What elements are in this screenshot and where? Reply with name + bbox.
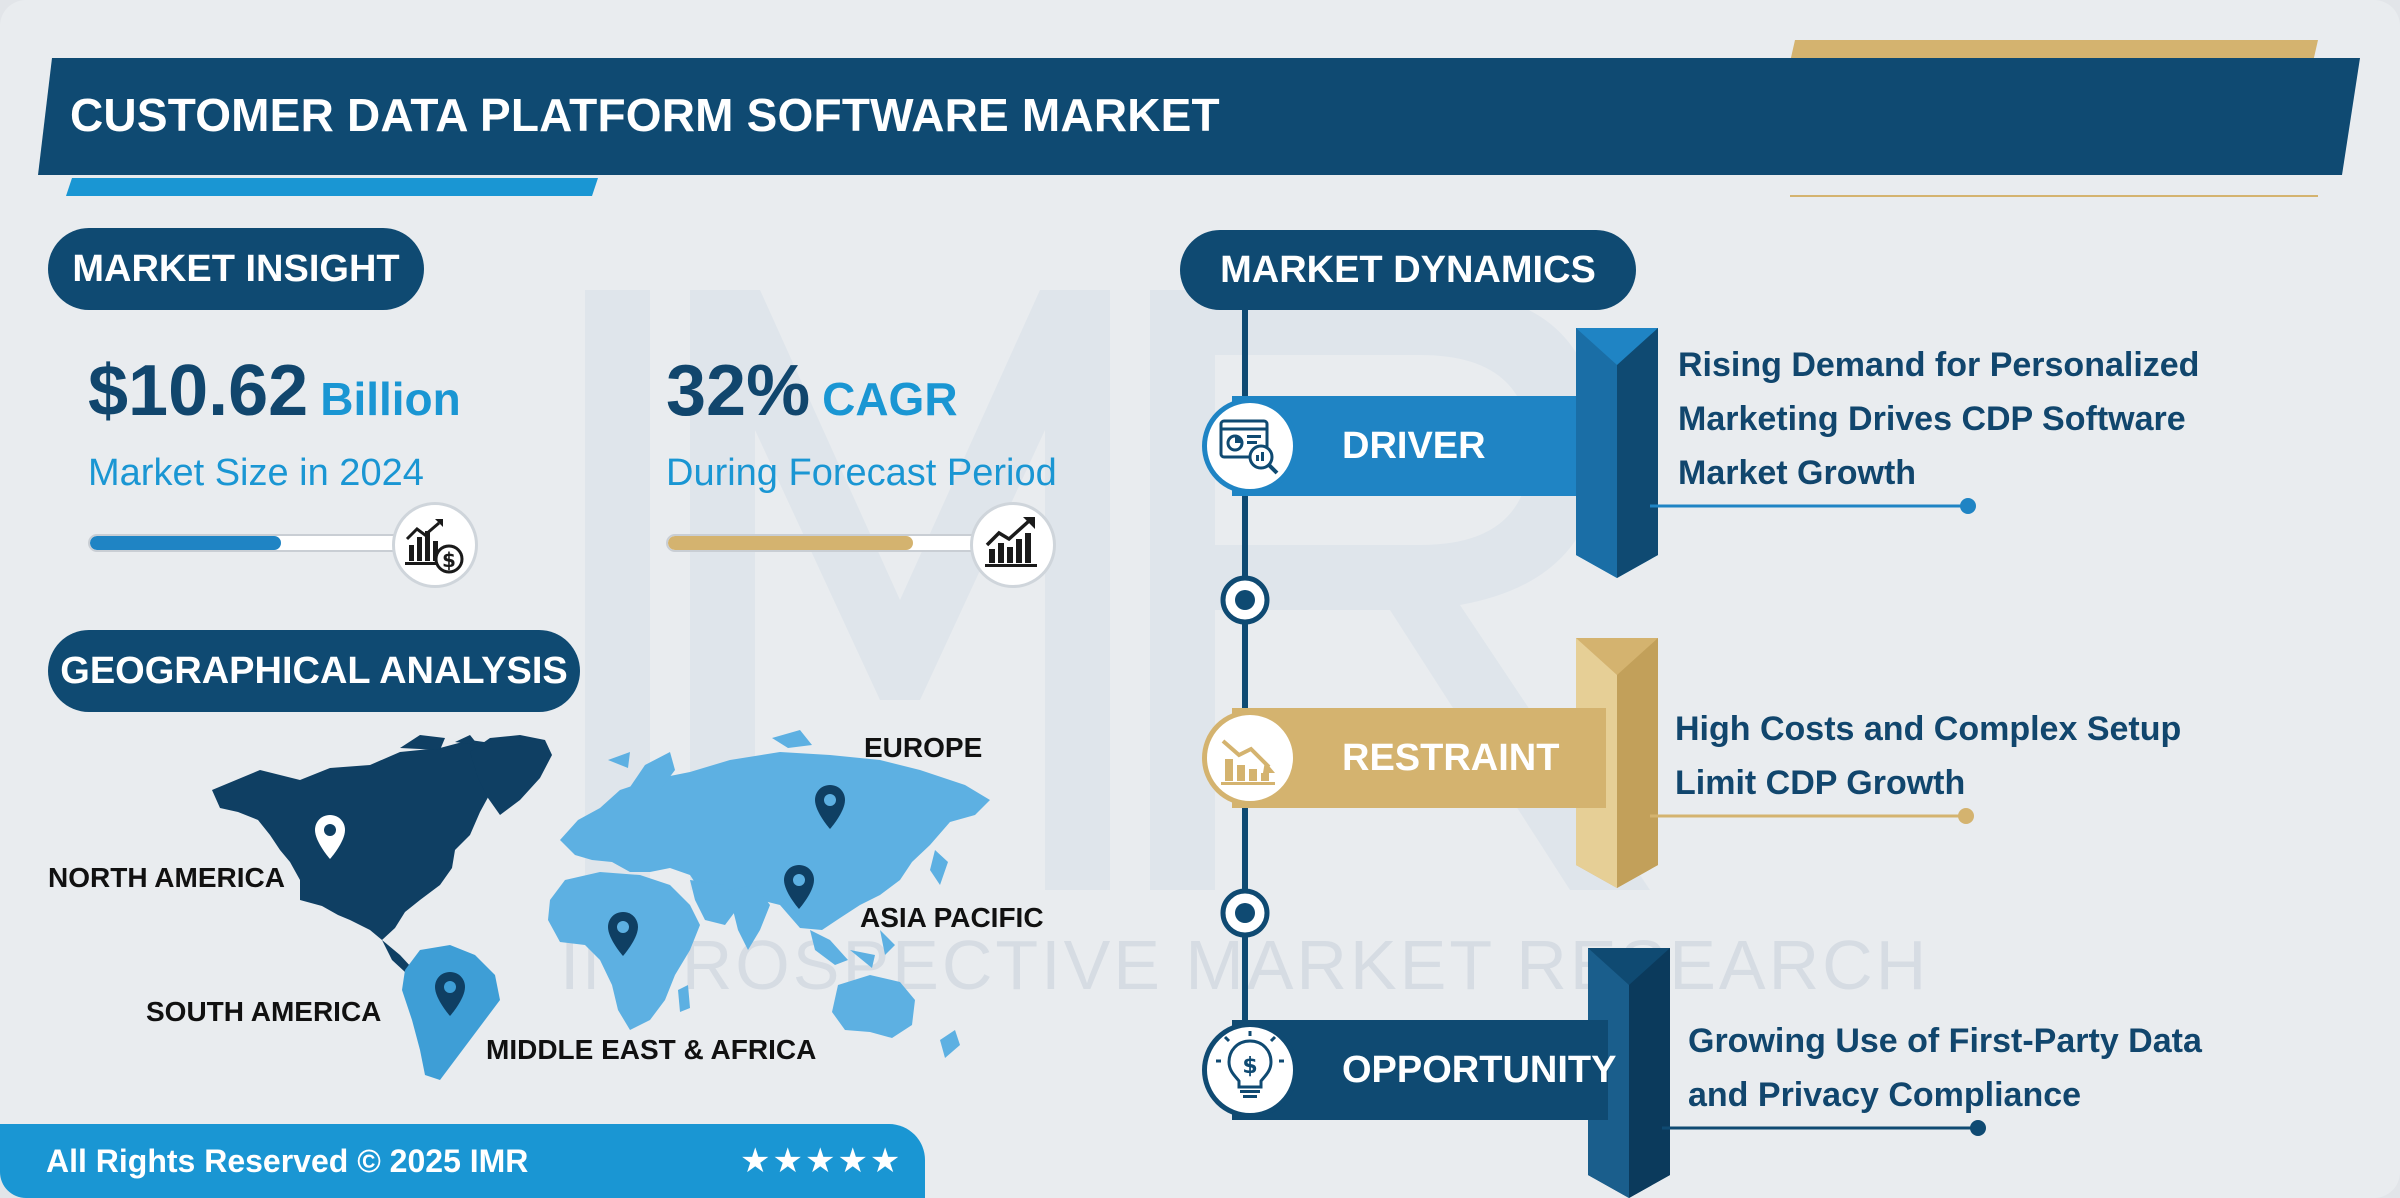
- page-title: CUSTOMER DATA PLATFORM SOFTWARE MARKET: [70, 89, 1220, 141]
- restraint-icon-circle: [1202, 710, 1298, 806]
- europe-pin-icon: [815, 785, 845, 829]
- restraint-label: RESTRAINT: [1342, 737, 1560, 779]
- driver-line-1: Rising Demand for Personalized: [1678, 346, 2200, 384]
- region-label-asia-pacific: ASIA PACIFIC: [860, 902, 1044, 933]
- cagr-value: 32%: [666, 351, 811, 431]
- cagr-label: During Forecast Period: [666, 452, 1057, 494]
- cagr-progress-fill: [668, 536, 913, 550]
- svg-text:$: $: [442, 548, 456, 572]
- bar-chart-dollar-icon: $: [392, 502, 478, 588]
- north-america-landmass: [212, 740, 530, 940]
- restraint-description: High Costs and Complex Setup Limit CDP G…: [1675, 702, 2181, 810]
- region-label-north-america: NORTH AMERICA: [48, 862, 285, 893]
- australia-landmass: [832, 975, 915, 1038]
- market-size-unit: Billion: [320, 373, 461, 425]
- driver-description: Rising Demand for Personalized Marketing…: [1678, 338, 2199, 500]
- timeline-line: [1242, 308, 1248, 1058]
- eurasia-landmass: [560, 752, 990, 930]
- opportunity-line-2: and Privacy Compliance: [1688, 1076, 2082, 1114]
- footer-rating-stars: ★★★★★: [740, 1142, 903, 1180]
- title-banner: [38, 40, 2360, 197]
- timeline-node: [1220, 575, 1270, 625]
- opportunity-connector: [1662, 1120, 1986, 1136]
- restraint-ribbon: [1576, 638, 1658, 888]
- region-label-south-america: SOUTH AMERICA: [146, 996, 382, 1027]
- cagr-progress: [666, 534, 988, 552]
- cagr-stat: 32%CAGR: [666, 350, 958, 432]
- world-map: [212, 730, 990, 1080]
- south-america-pin-icon: [435, 972, 465, 1016]
- market-size-label: Market Size in 2024: [88, 452, 424, 494]
- market-insight-heading-label: MARKET INSIGHT: [72, 248, 400, 290]
- driver-line-2: Marketing Drives CDP Software: [1678, 400, 2186, 438]
- cagr-unit: CAGR: [822, 373, 958, 425]
- driver-label: DRIVER: [1342, 425, 1486, 467]
- trend-up-chart-icon: [970, 502, 1056, 588]
- declining-chart-icon: [1221, 739, 1275, 785]
- opportunity-icon-circle: $: [1202, 1022, 1298, 1118]
- market-insight-heading: MARKET INSIGHT: [48, 228, 424, 310]
- region-label-middle-east-africa: MIDDLE EAST & AFRICA: [486, 1034, 817, 1065]
- footer-copyright: All Rights Reserved © 2025 IMR: [46, 1143, 529, 1179]
- market-size-value: $10.62: [88, 351, 309, 431]
- analytics-magnifier-icon: [1219, 419, 1279, 475]
- market-dynamics-heading-label: MARKET DYNAMICS: [1220, 249, 1596, 291]
- middle-east-africa-pin-icon: [608, 912, 638, 956]
- greenland-landmass: [470, 735, 552, 815]
- opportunity-ribbon: [1588, 948, 1670, 1198]
- restraint-connector: [1650, 808, 1974, 824]
- market-size-progress-fill: [90, 536, 281, 550]
- market-dynamics-heading: MARKET DYNAMICS: [1180, 230, 1636, 310]
- driver-icon-circle: [1202, 398, 1298, 494]
- restraint-line-1: High Costs and Complex Setup: [1675, 710, 2182, 748]
- driver-ribbon: [1576, 328, 1658, 578]
- restraint-line-2: Limit CDP Growth: [1675, 764, 1966, 802]
- geographical-analysis-heading: GEOGRAPHICAL ANALYSIS: [48, 630, 580, 712]
- dollar-bulb-icon: $: [1216, 1031, 1284, 1098]
- north-america-pin-icon: [315, 815, 345, 859]
- opportunity-description: Growing Use of First-Party Data and Priv…: [1688, 1014, 2202, 1122]
- market-size-progress: [88, 534, 410, 552]
- geographical-analysis-heading-label: GEOGRAPHICAL ANALYSIS: [60, 650, 568, 692]
- asia-pacific-pin-icon: [784, 865, 814, 909]
- opportunity-line-1: Growing Use of First-Party Data: [1688, 1022, 2202, 1060]
- footer-bar: All Rights Reserved © 2025 IMR ★★★★★: [0, 1124, 925, 1198]
- driver-line-3: Market Growth: [1678, 454, 1917, 492]
- opportunity-label: OPPORTUNITY: [1342, 1049, 1617, 1091]
- svg-text:$: $: [1242, 1054, 1257, 1079]
- timeline-node: [1220, 888, 1270, 938]
- region-label-europe: EUROPE: [864, 732, 983, 763]
- driver-connector: [1650, 498, 1976, 514]
